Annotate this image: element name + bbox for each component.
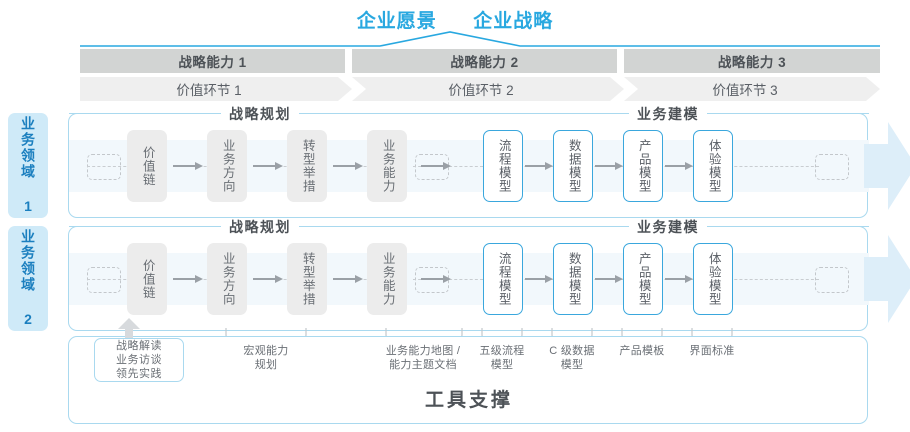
flow-arrow-head-1 (864, 122, 910, 210)
process-box-label: 流程模型 (496, 252, 511, 306)
process-box-experience-model-2[interactable]: 体验模型 (693, 243, 733, 315)
process-box-label: 转型举措 (300, 139, 315, 193)
process-box-process-model-1[interactable]: 流程模型 (483, 130, 523, 202)
placeholder-chip-start-2 (87, 267, 121, 293)
process-box-label: 业务方向 (220, 252, 235, 306)
process-box-label: 体验模型 (706, 252, 721, 306)
strategic-capability-bars: 战略能力 1 战略能力 2 战略能力 3 (80, 49, 880, 73)
enterprise-strategy-title: 企业战略 (473, 11, 554, 32)
tool-label-product-template: 产品模板 (619, 345, 665, 357)
rail-2i (719, 279, 819, 280)
enterprise-vision-title: 企业愿景 (356, 11, 437, 32)
flow-arrow-1d (421, 162, 451, 170)
flow-arrow-2f (595, 275, 623, 283)
value-segment-bars: 价值环节 1 价值环节 2 价值环节 3 (80, 77, 894, 101)
value-segment-3: 价值环节 3 (712, 83, 778, 98)
section-title-strategy-1: 战略规划 (221, 105, 299, 123)
domain-label-2-text: 业务领域 2 (20, 228, 36, 329)
rail-2a (87, 279, 147, 280)
process-box-transformation-2[interactable]: 转型举措 (287, 243, 327, 315)
strategy-input-callout[interactable]: 战略解读 业务访谈 领先实践 (94, 338, 184, 382)
capability-bar-2: 战略能力 2 (352, 49, 617, 73)
placeholder-chip-end-2 (815, 267, 849, 293)
process-box-label: 数据模型 (566, 252, 581, 306)
process-box-value-chain-2[interactable]: 价值链 (127, 243, 167, 315)
domain-label-1-text: 业务领域 1 (20, 115, 36, 216)
process-box-label: 业务能力 (380, 139, 395, 193)
process-box-value-chain-1[interactable]: 价值链 (127, 130, 167, 202)
flow-arrow-2a (173, 275, 203, 283)
process-box-business-capability-1[interactable]: 业务能力 (367, 130, 407, 202)
section-line-mid-1 (325, 113, 629, 114)
flow-arrow-1b (253, 162, 283, 170)
value-bar-background (80, 77, 880, 101)
process-box-label: 体验模型 (706, 139, 721, 193)
process-row-1: 战略规划 业务建模 价值链 业务方向 转型举措 业务能力 流程模型 数据模型 (68, 105, 910, 218)
tool-label-capability-map: 业务能力地图 /能力主题文档 (385, 345, 461, 372)
callout-line-3: 领先实践 (116, 368, 162, 381)
callout-line-1: 战略解读 (116, 339, 162, 352)
tool-label-five-level-process: 五级流程模型 (479, 345, 525, 372)
tool-support-title: 工具支撑 (424, 390, 513, 411)
process-box-business-direction-2[interactable]: 业务方向 (207, 243, 247, 315)
flow-arrow-2g (665, 275, 693, 283)
flow-arrow-2c (333, 275, 363, 283)
process-box-process-model-2[interactable]: 流程模型 (483, 243, 523, 315)
flow-arrow-2e (525, 275, 553, 283)
capability-bar-3: 战略能力 3 (624, 49, 880, 73)
connector-line (80, 31, 880, 47)
process-box-data-model-1[interactable]: 数据模型 (553, 130, 593, 202)
section-line-left-2 (69, 226, 221, 227)
process-box-label: 产品模型 (636, 252, 651, 306)
process-box-transformation-1[interactable]: 转型举措 (287, 130, 327, 202)
process-box-label: 产品模型 (636, 139, 651, 193)
section-title-strategy-2: 战略规划 (221, 218, 299, 236)
capability-bar-1: 战略能力 1 (80, 49, 345, 73)
section-line-mid-2 (325, 226, 629, 227)
process-box-product-model-1[interactable]: 产品模型 (623, 130, 663, 202)
section-title-modeling-2: 业务建模 (629, 218, 707, 236)
flow-arrow-head-2 (864, 235, 910, 323)
top-titles: 企业愿景 企业战略 (0, 6, 910, 33)
process-box-label: 业务方向 (220, 139, 235, 193)
flow-arrow-1a (173, 162, 203, 170)
flow-arrow-1c (333, 162, 363, 170)
section-line-left-1 (69, 113, 221, 114)
placeholder-chip-end-1 (815, 154, 849, 180)
process-box-data-model-2[interactable]: 数据模型 (553, 243, 593, 315)
process-box-product-model-2[interactable]: 产品模型 (623, 243, 663, 315)
section-title-modeling-1: 业务建模 (629, 105, 707, 123)
process-box-business-direction-1[interactable]: 业务方向 (207, 130, 247, 202)
process-box-label: 转型举措 (300, 252, 315, 306)
tool-label-c-level-data: C 级数据模型 (549, 345, 595, 372)
callout-line-2: 业务访谈 (116, 353, 162, 366)
process-row-2: 战略规划 业务建模 价值链 业务方向 转型举措 业务能力 流程模型 数据模型 (68, 218, 910, 331)
rail-1a (87, 166, 147, 167)
tool-label-macro-capability: 宏观能力规划 (243, 345, 289, 372)
section-line-right-2 (733, 226, 869, 227)
rail-1i (719, 166, 819, 167)
process-box-experience-model-1[interactable]: 体验模型 (693, 130, 733, 202)
domain-label-2: 业务领域 2 (8, 226, 48, 331)
process-box-label: 数据模型 (566, 139, 581, 193)
value-segment-2: 价值环节 2 (448, 83, 514, 98)
flow-arrow-1f (595, 162, 623, 170)
flow-arrow-1g (665, 162, 693, 170)
tool-label-ui-standard: 界面标准 (689, 345, 735, 357)
process-box-label: 业务能力 (380, 252, 395, 306)
flow-arrow-2d (421, 275, 451, 283)
process-box-business-capability-2[interactable]: 业务能力 (367, 243, 407, 315)
tool-support-container: 工具支撑 (68, 336, 868, 424)
placeholder-chip-start-1 (87, 154, 121, 180)
flow-arrow-2b (253, 275, 283, 283)
process-box-label: 价值链 (140, 258, 155, 300)
value-segment-1: 价值环节 1 (176, 83, 242, 98)
flow-arrow-1e (525, 162, 553, 170)
process-box-label: 流程模型 (496, 139, 511, 193)
process-box-label: 价值链 (140, 145, 155, 187)
section-line-right-1 (733, 113, 869, 114)
domain-label-1: 业务领域 1 (8, 113, 48, 218)
